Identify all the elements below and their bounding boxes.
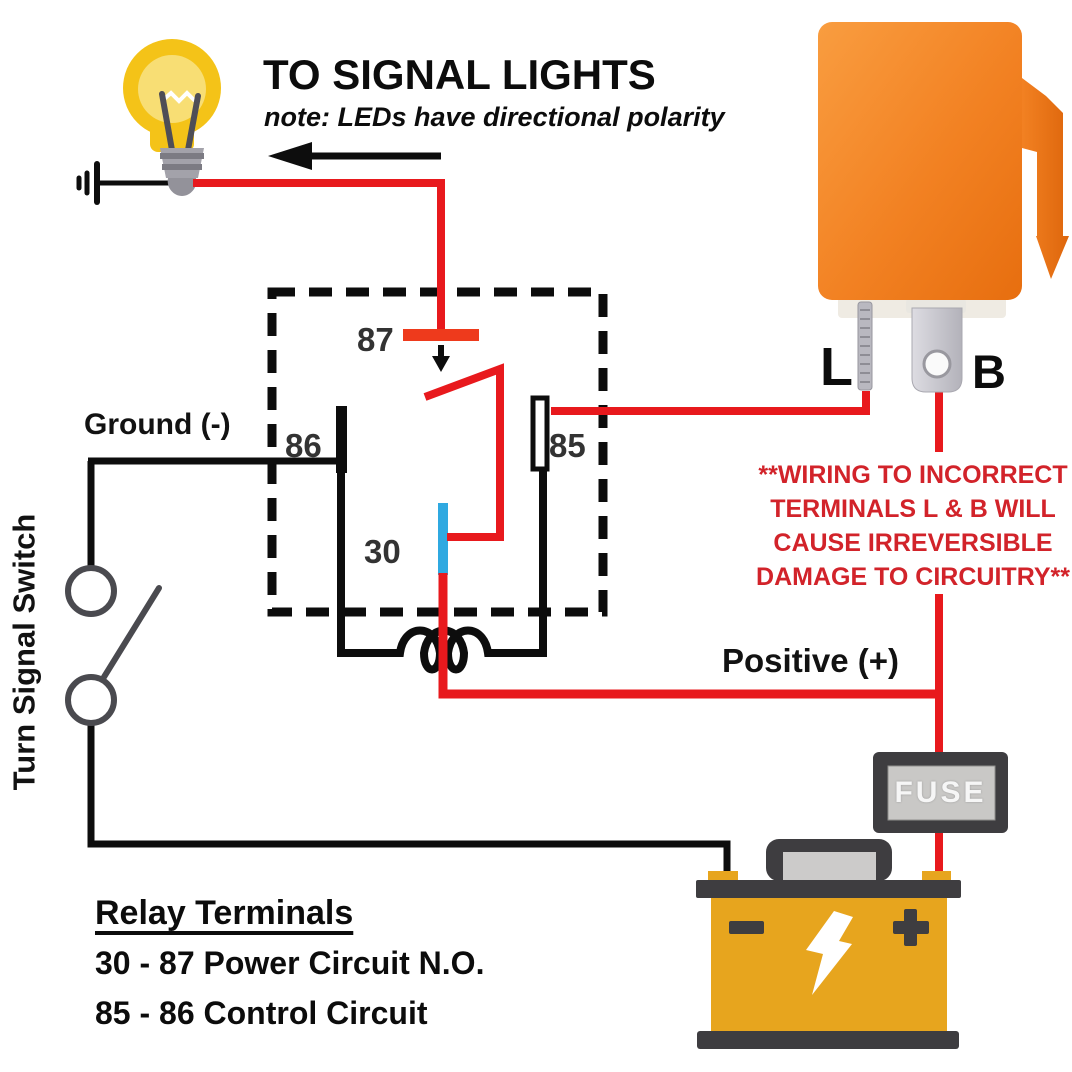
flasher-relay-device (818, 22, 1069, 393)
ground-symbol-icon (76, 161, 173, 205)
battery-terminal-positive (922, 871, 951, 882)
terminal-87-bar (403, 329, 479, 341)
page-title: TO SIGNAL LIGHTS (263, 51, 656, 98)
relay-mounting-bracket (1022, 78, 1069, 279)
legend-title: Relay Terminals (95, 894, 354, 932)
terminal-30-label: 30 (364, 533, 401, 570)
warning-line: CAUSE IRREVERSIBLE (773, 529, 1053, 557)
fuse-box-icon (873, 752, 1008, 833)
turn-signal-switch-label: Turn Signal Switch (6, 513, 42, 791)
ground-label: Ground (-) (84, 408, 231, 441)
terminal-86-bar (336, 406, 347, 473)
relay-pin-b-label: B (972, 345, 1006, 398)
terminal-85-label: 85 (549, 427, 586, 464)
relay-pin-l-label: L (820, 337, 853, 397)
battery-minus-icon (729, 921, 764, 934)
terminal-86-label: 86 (285, 427, 322, 464)
warning-line: DAMAGE TO CIRCUITRY** (756, 563, 1070, 591)
relay-pin-l-icon (857, 301, 873, 391)
signal-direction-arrow-icon (268, 142, 441, 170)
relay-body (818, 22, 1022, 300)
lightning-bolt-icon (806, 911, 853, 995)
wiring-warning: **WIRING TO INCORRECT TERMINALS L & B WI… (748, 458, 1072, 594)
filament-icon (161, 90, 196, 104)
warning-line: TERMINALS L & B WILL (770, 495, 1056, 523)
terminal-87-label: 87 (357, 321, 394, 358)
terminal-85-bar (530, 395, 550, 472)
battery-plus-icon (893, 909, 929, 946)
turn-signal-switch-symbol (65, 565, 162, 726)
ground-wires (87, 457, 731, 872)
warning-line: **WIRING TO INCORRECT (758, 461, 1068, 489)
battery-icon (696, 839, 961, 1049)
legend-item: 85 - 86 Control Circuit (95, 995, 428, 1031)
polarity-note: note: LEDs have directional polarity (264, 102, 725, 132)
fuse-label: FUSE (894, 776, 987, 809)
light-bulb-icon (123, 39, 221, 196)
contact-arrow-icon (432, 345, 450, 372)
positive-label: Positive (+) (722, 642, 899, 679)
power-wires-red (193, 179, 943, 871)
battery-terminal-negative (708, 871, 738, 882)
legend-item: 30 - 87 Power Circuit N.O. (95, 945, 485, 981)
relay-pin-b-icon (906, 299, 966, 393)
